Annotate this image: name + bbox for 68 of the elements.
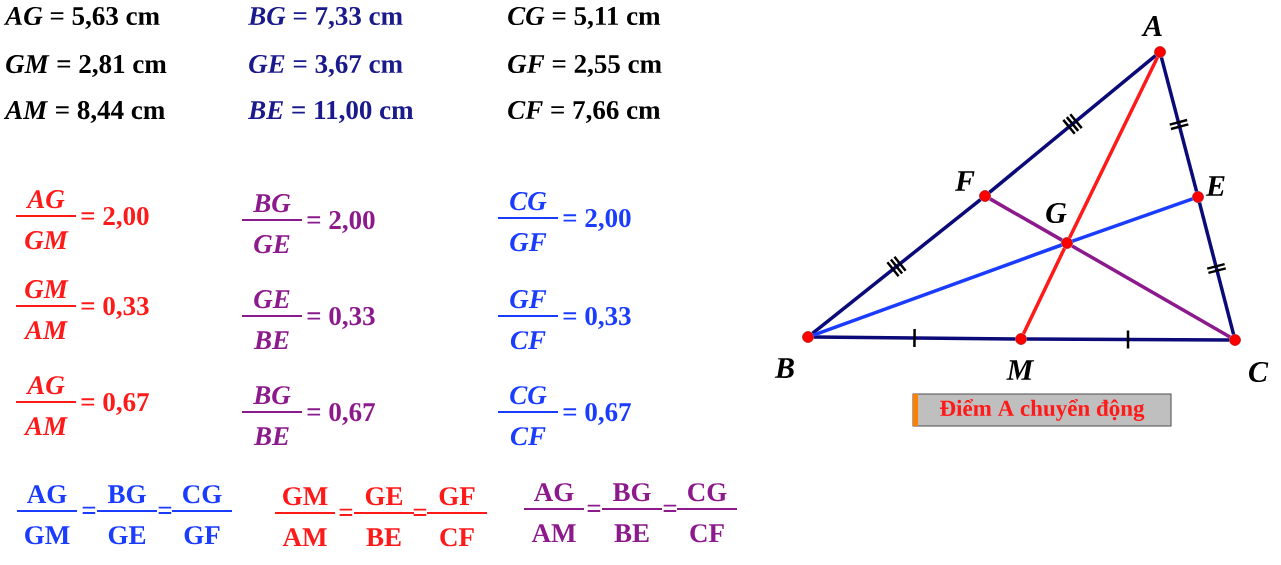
measurement: BG = 7,33 cm xyxy=(247,6,403,30)
measurement: CF = 7,66 cm xyxy=(508,100,661,124)
equals-sign: = xyxy=(413,508,427,516)
ratio-value: = 0,67 xyxy=(563,402,631,426)
fraction: AG AM xyxy=(523,483,585,542)
point: E xyxy=(1192,176,1225,203)
fraction: GF CF xyxy=(497,290,559,350)
fraction: BG GE xyxy=(241,194,303,254)
equals-sign: = xyxy=(663,504,677,512)
ratio-value: = 0,33 xyxy=(81,296,149,320)
fraction: GM AM xyxy=(15,280,77,339)
ratio-value: = 0,67 xyxy=(307,402,375,426)
line-segment xyxy=(988,54,1157,194)
line-segment xyxy=(1071,244,1231,339)
fraction: GM AM xyxy=(274,487,336,546)
node-label: F xyxy=(954,171,975,191)
fraction: AG GM xyxy=(15,190,77,250)
equals-sign: = xyxy=(339,508,353,516)
measurement: GM = 2,81 cm xyxy=(6,54,167,78)
line-segment xyxy=(1071,197,1194,243)
fraction: BG GE xyxy=(96,485,158,545)
line-segment xyxy=(811,198,982,335)
line-segment xyxy=(989,197,1063,242)
measurement: GF = 2,55 cm xyxy=(508,54,662,78)
measurement: AM = 8,44 cm xyxy=(3,100,165,124)
fraction: GE BE xyxy=(241,290,303,350)
node-label: B xyxy=(774,358,794,378)
point: G xyxy=(1046,202,1073,249)
measurement: CG = 5,11 cm xyxy=(508,6,661,30)
measurement: AG = 5,63 cm xyxy=(3,6,160,30)
point: B xyxy=(774,331,814,378)
fraction: CG GF xyxy=(171,485,233,545)
ratio-value: = 0,33 xyxy=(563,306,631,330)
line-segment xyxy=(1068,56,1160,239)
ratio-value: = 2,00 xyxy=(307,210,375,234)
node-label: G xyxy=(1046,202,1067,224)
measurement: GE = 3,67 cm xyxy=(249,54,403,78)
ratio-value: = 0,33 xyxy=(307,306,375,330)
fraction: AG GM xyxy=(16,485,78,545)
node-label: A xyxy=(1141,16,1162,36)
line-segment xyxy=(1159,57,1199,192)
point: M xyxy=(1006,333,1035,380)
equals-sign: = xyxy=(82,506,96,514)
fraction: CG GF xyxy=(497,192,559,252)
node-label: E xyxy=(1205,176,1225,196)
fraction: AG AM xyxy=(15,376,77,435)
fraction: GF CF xyxy=(426,487,488,547)
fraction: BG BE xyxy=(601,483,663,543)
ratio-value: = 2,00 xyxy=(563,208,631,232)
point: F xyxy=(955,171,991,202)
point: C xyxy=(1229,334,1269,383)
equals-sign: = xyxy=(587,504,601,512)
line-segment xyxy=(812,243,1063,337)
line-segment xyxy=(1021,247,1067,335)
line-segment xyxy=(1026,337,1230,342)
ratio-value: = 0,67 xyxy=(81,392,149,416)
fraction: BG BE xyxy=(241,386,303,446)
line-segment xyxy=(1197,202,1236,335)
node-label: C xyxy=(1249,361,1269,383)
point: A xyxy=(1141,16,1166,58)
node-label: M xyxy=(1006,360,1035,380)
equals-sign: = xyxy=(158,506,172,514)
ratio-value: = 2,00 xyxy=(81,206,149,230)
button: Điểm A chuyển động xyxy=(912,393,1172,427)
fraction: CG CF xyxy=(497,386,559,446)
line-segment xyxy=(813,335,1016,341)
measurement: BE = 11,00 cm xyxy=(247,100,414,124)
fraction: CG CF xyxy=(676,483,738,543)
